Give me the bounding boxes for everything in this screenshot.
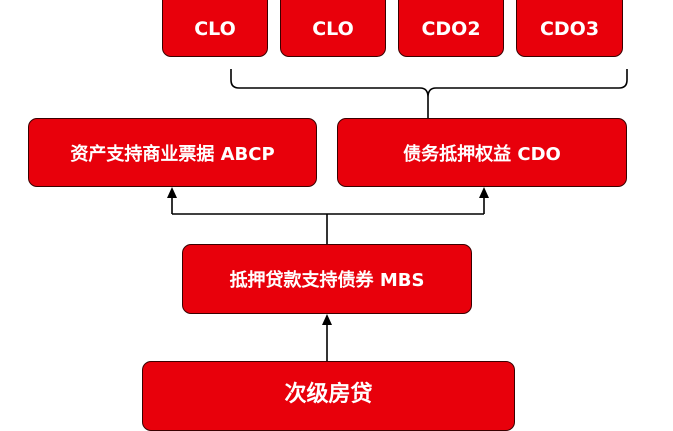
- abcp-arrowhead: [167, 187, 177, 198]
- base-arrowhead: [322, 314, 332, 325]
- cdo-box: 债务抵押权益 CDO: [337, 118, 627, 187]
- abcp-box: 资产支持商业票据 ABCP: [28, 118, 317, 187]
- cdo2-box-label: CDO2: [421, 17, 481, 40]
- cdo3-box: CDO3: [516, 0, 623, 57]
- mbs-box: 抵押贷款支持债券 MBS: [182, 244, 472, 314]
- clo-box-1: CLO: [162, 0, 268, 57]
- top-bracket: [230, 69, 628, 98]
- subprime-box: 次级房贷: [142, 361, 515, 431]
- connector-layer: [167, 69, 628, 361]
- cdo-arrowhead: [479, 187, 489, 198]
- abcp-box-label: 资产支持商业票据 ABCP: [70, 143, 275, 165]
- clo-box-2-label: CLO: [312, 17, 354, 40]
- mbs-box-label: 抵押贷款支持债券 MBS: [229, 270, 425, 291]
- subprime-box-label: 次级房贷: [284, 382, 373, 407]
- cdo2-box: CDO2: [398, 0, 504, 57]
- cdo-box-label: 债务抵押权益 CDO: [403, 143, 561, 165]
- cdo3-box-label: CDO3: [539, 17, 600, 40]
- clo-box-1-label: CLO: [194, 17, 236, 40]
- clo-box-2: CLO: [280, 0, 386, 57]
